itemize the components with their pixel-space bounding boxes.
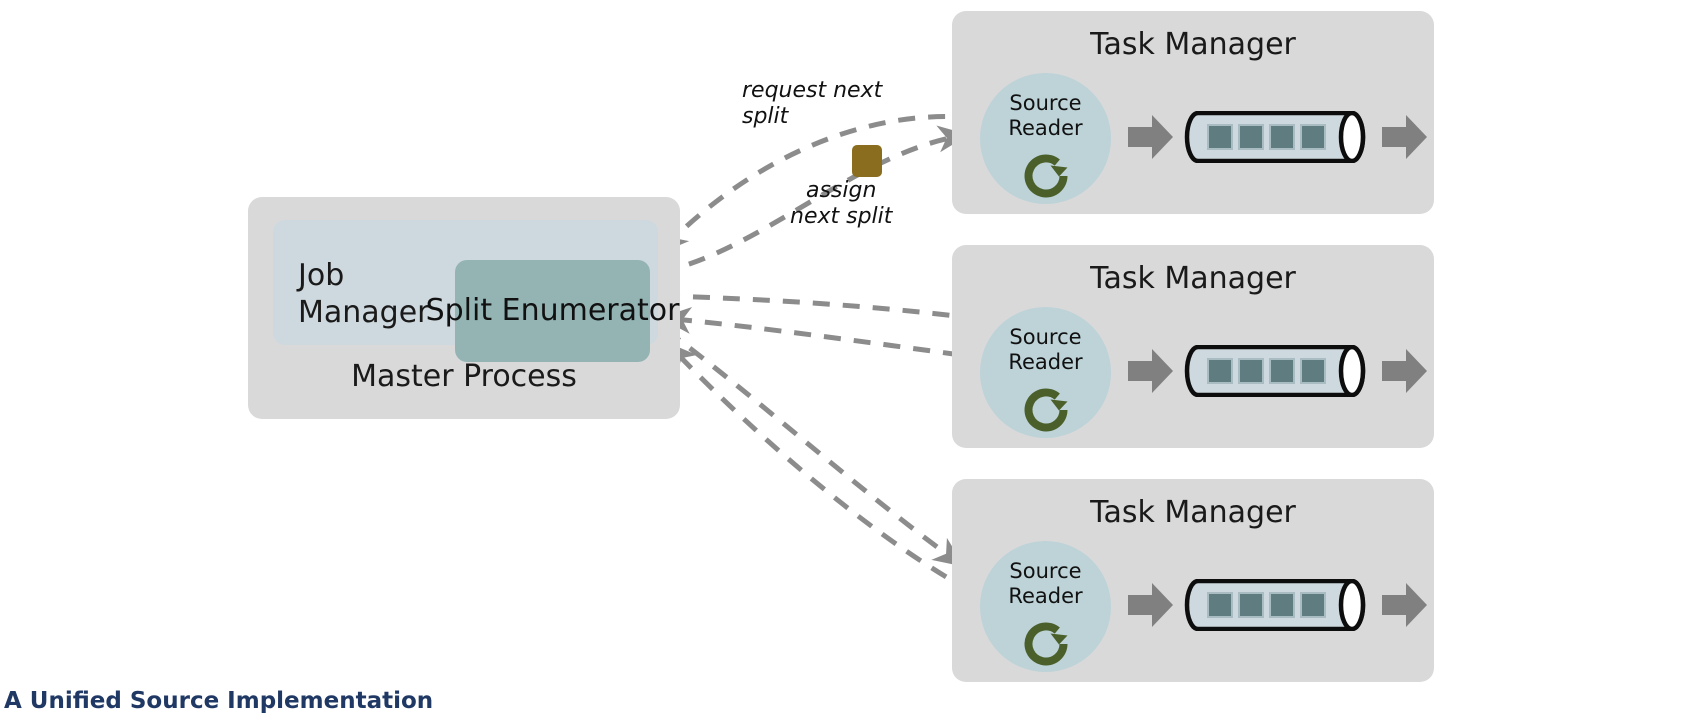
task-manager-panel-3: Task Manager Source Reader xyxy=(952,479,1434,682)
refresh-cycle-icon xyxy=(1024,622,1067,666)
task-manager-title: Task Manager xyxy=(1090,261,1296,296)
split-token-icon xyxy=(852,145,882,177)
assign-next-split-label: assign next split xyxy=(790,178,893,229)
block-arrow-right-icon-out-2 xyxy=(1382,349,1427,393)
source-reader-node-3: Source Reader xyxy=(980,541,1111,672)
record-queue-pipe-icon-3 xyxy=(1184,579,1366,631)
block-arrow-right-icon-out-3 xyxy=(1382,583,1427,627)
task-manager-title: Task Manager xyxy=(1090,495,1296,530)
request-next-split-label: request next split xyxy=(742,78,883,129)
job-manager-label: Job Manager xyxy=(298,258,430,330)
record-queue-pipe-icon-1 xyxy=(1184,111,1366,163)
job-manager-box: Job Manager Split Enumerator xyxy=(273,220,679,362)
slide-caption: A Unified Source Implementation xyxy=(4,688,434,714)
task-manager-panel-1: Task Manager Source Reader xyxy=(952,11,1434,214)
connector-request-tm3 xyxy=(665,341,974,595)
refresh-cycle-icon xyxy=(1024,388,1067,432)
split-enumerator-label: Split Enumerator xyxy=(425,293,680,328)
master-process-label: Master Process xyxy=(351,359,577,394)
task-manager-title: Task Manager xyxy=(1090,27,1296,62)
block-arrow-right-icon-in-2 xyxy=(1128,349,1173,393)
source-reader-node-2: Source Reader xyxy=(980,307,1111,438)
refresh-cycle-icon xyxy=(1024,154,1067,198)
block-arrow-right-icon-in-1 xyxy=(1128,115,1173,159)
split-enumerator-box: Split Enumerator xyxy=(426,260,679,362)
record-queue-pipe-icon-2 xyxy=(1184,345,1366,397)
task-manager-panel-2: Task Manager Source Reader xyxy=(952,245,1434,448)
block-arrow-right-icon-out-1 xyxy=(1382,115,1427,159)
source-reader-label: Source Reader xyxy=(1008,91,1083,140)
source-reader-label: Source Reader xyxy=(1008,325,1083,374)
source-reader-node-1: Source Reader xyxy=(980,73,1111,204)
block-arrow-right-icon-in-3 xyxy=(1128,583,1173,627)
connector-assign-tm3 xyxy=(664,327,965,568)
master-process-panel: Job Manager Split Enumerator Master Proc… xyxy=(248,197,680,419)
source-reader-label: Source Reader xyxy=(1008,559,1083,608)
